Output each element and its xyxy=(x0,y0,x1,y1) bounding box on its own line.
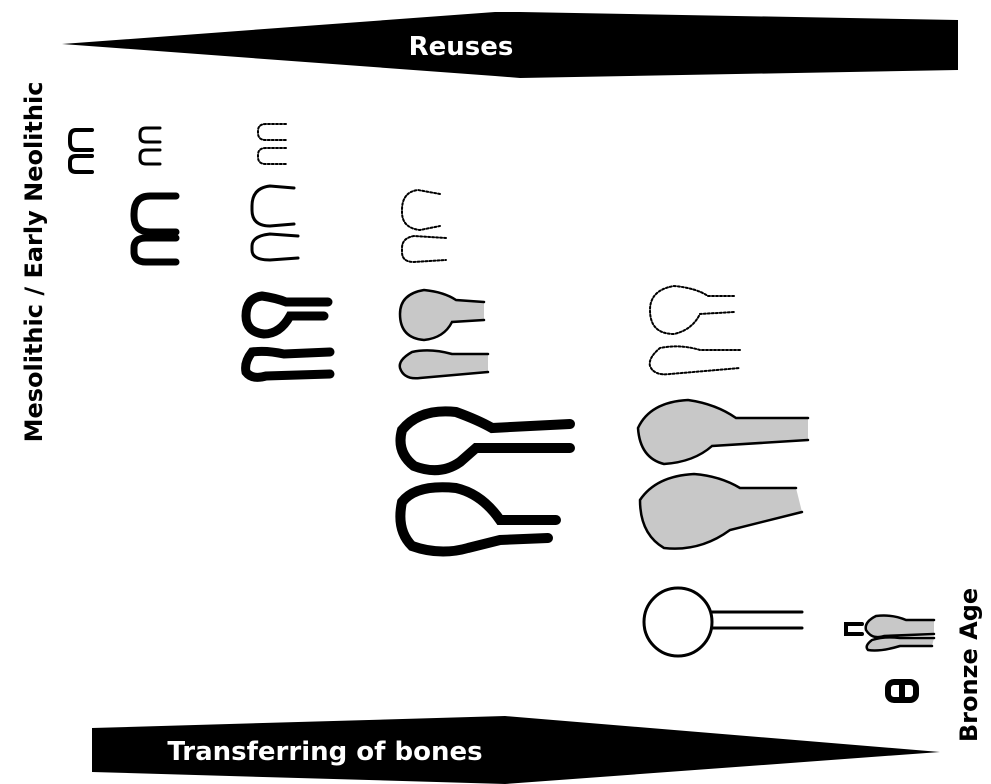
round-chamber-with-passage xyxy=(642,586,804,658)
chamber-pair-solid xyxy=(130,192,180,266)
small-cist-pair-outline xyxy=(138,126,162,166)
dotted-chamber-pair xyxy=(401,188,447,264)
tiny-cist-pair xyxy=(68,128,94,174)
stone-large-passage-tomb-pair xyxy=(636,398,810,550)
structure-column-2 xyxy=(130,126,180,266)
structure-column-5 xyxy=(636,284,810,658)
structure-column-4 xyxy=(395,188,575,557)
mesolithic-early-neolithic-label: Mesolithic / Early Neolithic xyxy=(20,82,48,443)
structure-column-3 xyxy=(241,123,335,382)
bronze-age-label: Bronze Age xyxy=(955,588,983,742)
stone-chamber-pair xyxy=(250,184,300,262)
reuses-arrow-label: Reuses xyxy=(409,32,514,62)
transferring-arrow: Transferring of bones xyxy=(92,716,940,784)
small-passage-tomb-pair-solid xyxy=(241,291,335,382)
structure-column-6 xyxy=(844,614,936,703)
transferring-arrow-label: Transferring of bones xyxy=(167,737,482,767)
reuses-arrow-shape xyxy=(62,12,958,78)
dotted-passage-tomb-pair xyxy=(648,284,741,376)
dotted-cist-pair xyxy=(257,123,287,165)
large-passage-tomb-pair-solid xyxy=(395,406,575,557)
small-stone-cist-pair xyxy=(844,614,936,652)
small-box-cist xyxy=(885,679,919,703)
reuses-arrow: Reuses xyxy=(62,12,958,78)
stone-passage-tomb-pair xyxy=(398,288,490,380)
transferring-arrow-shape xyxy=(92,716,940,784)
structure-column-1 xyxy=(68,128,94,174)
